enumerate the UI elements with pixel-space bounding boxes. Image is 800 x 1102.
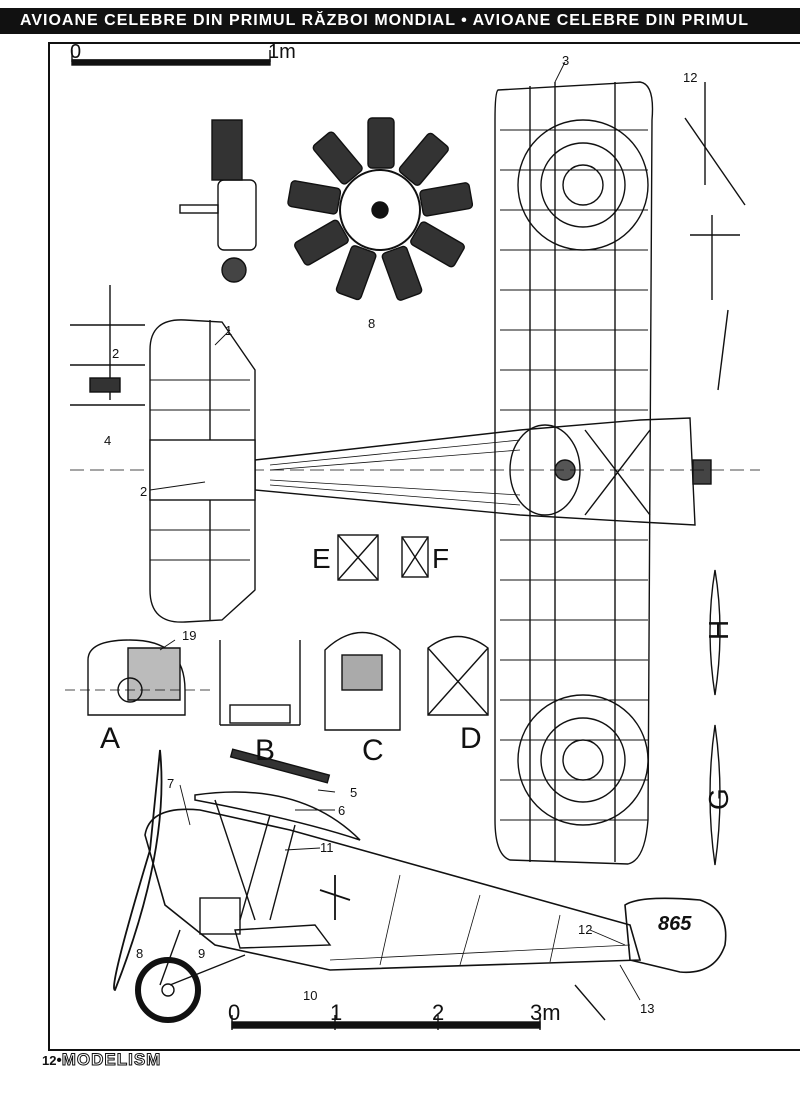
letter-C: C — [362, 734, 384, 767]
section-C — [324, 631, 401, 731]
section-B — [219, 640, 301, 726]
callout-13: 13 — [640, 1001, 654, 1016]
callout-1: 1 — [225, 323, 232, 338]
footer-dot: • — [56, 1052, 62, 1069]
callout-12a: 12 — [683, 70, 697, 85]
callout-10: 10 — [303, 988, 317, 1003]
callout-12b: 12 — [578, 922, 592, 937]
engine-side-view — [179, 119, 257, 283]
bottom-scale-0: 0 — [228, 1000, 240, 1025]
letter-G: G — [703, 788, 734, 810]
section-D — [427, 635, 489, 716]
letter-E: E — [312, 543, 331, 574]
callout-7: 7 — [167, 776, 174, 791]
callout-9: 9 — [198, 946, 205, 961]
aircraft-side-view — [113, 748, 727, 1023]
bottom-scale-3m: 3m — [530, 1000, 561, 1025]
letter-H: H — [703, 620, 734, 640]
tailplane-top-view — [149, 319, 256, 623]
callout-2b: 2 — [140, 484, 147, 499]
callout-8b: 8 — [136, 946, 143, 961]
bottom-scale-1: 1 — [330, 1000, 342, 1025]
callout-4: 4 — [104, 433, 111, 448]
callout-11: 11 — [320, 840, 334, 855]
fuselage-top-view — [70, 417, 760, 526]
callout-19: 19 — [182, 628, 196, 643]
section-F — [401, 536, 429, 578]
letter-D: D — [460, 722, 482, 755]
drawing-frame — [48, 42, 800, 1051]
callout-5: 5 — [350, 785, 357, 800]
prop-section-G — [709, 724, 721, 866]
top-scale-bar — [71, 50, 271, 66]
header-banner: AVIOANE CELEBRE DIN PRIMUL RĂZBOI MONDIA… — [0, 8, 800, 34]
magazine-name: MODELISM — [61, 1050, 162, 1070]
serial-number: 865 — [658, 913, 692, 935]
bottom-scale-bar — [231, 1015, 541, 1030]
page-number: 12 — [42, 1053, 57, 1068]
prop-section-H — [709, 569, 721, 696]
letter-F: F — [432, 543, 449, 574]
callout-2a: 2 — [112, 346, 119, 361]
callout-6: 6 — [338, 803, 345, 818]
section-A-tank — [65, 639, 210, 716]
page-footer: 12•MODELISM — [42, 1050, 161, 1070]
callout-8a: 8 — [368, 316, 375, 331]
top-scale-zero: 0 — [70, 41, 81, 63]
letter-B: B — [255, 734, 275, 767]
letter-A: A — [100, 722, 120, 755]
top-scale-end: 1m — [268, 41, 296, 63]
rotary-engine-front-view — [286, 117, 474, 302]
callout-3: 3 — [562, 53, 569, 68]
control-linkage-detail — [70, 285, 145, 406]
callout-leaders — [149, 61, 641, 1001]
banner-text: AVIOANE CELEBRE DIN PRIMUL RĂZBOI MONDIA… — [20, 12, 749, 29]
strut-detail — [684, 82, 746, 391]
bottom-scale-2: 2 — [432, 1000, 444, 1025]
section-E — [337, 534, 379, 581]
main-wing-top-view — [494, 81, 654, 865]
